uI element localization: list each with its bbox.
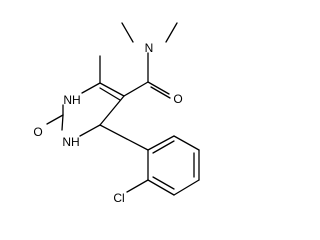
bond-ar-inner-3 [152,140,175,154]
bond-carbonyl-o-a [147,81,170,95]
bond-ar5-ar6 [173,135,200,151]
bond-carbonyl-c5 [123,81,149,97]
atom-cl: Cl [113,191,124,205]
bond-ar-cl [126,179,149,193]
molecule-diagram: N O NH NH O Cl [33,22,200,205]
atom-labels: N O NH NH O Cl [33,41,182,205]
bond-c2-n3 [61,114,64,131]
atom-o-urea: O [33,125,42,139]
bond-lines [46,22,200,196]
bond-c5-c6-b [99,87,121,101]
atom-o-amide: O [173,92,182,106]
bond-ar3-ar4 [173,179,200,196]
bond-carbonyl-o-b [150,86,171,99]
bond-c2-o [46,114,64,125]
atom-nh-top: NH [63,93,80,107]
bond-ar6-ar1 [147,135,175,151]
bond-c5-c6-a [99,82,125,97]
bond-n-methyl-right [165,22,178,43]
bond-c6-n1 [81,82,101,94]
bond-c4-c5 [99,95,125,126]
bond-ar2-ar3 [147,179,175,196]
bond-n-methyl-left [121,22,134,43]
bond-ar-inner-1 [152,176,175,190]
atom-nh-bottom: NH [62,135,79,149]
atom-n-amide: N [145,41,154,55]
bond-c4-aryl [99,124,149,151]
bond-n3-c4 [79,124,101,137]
